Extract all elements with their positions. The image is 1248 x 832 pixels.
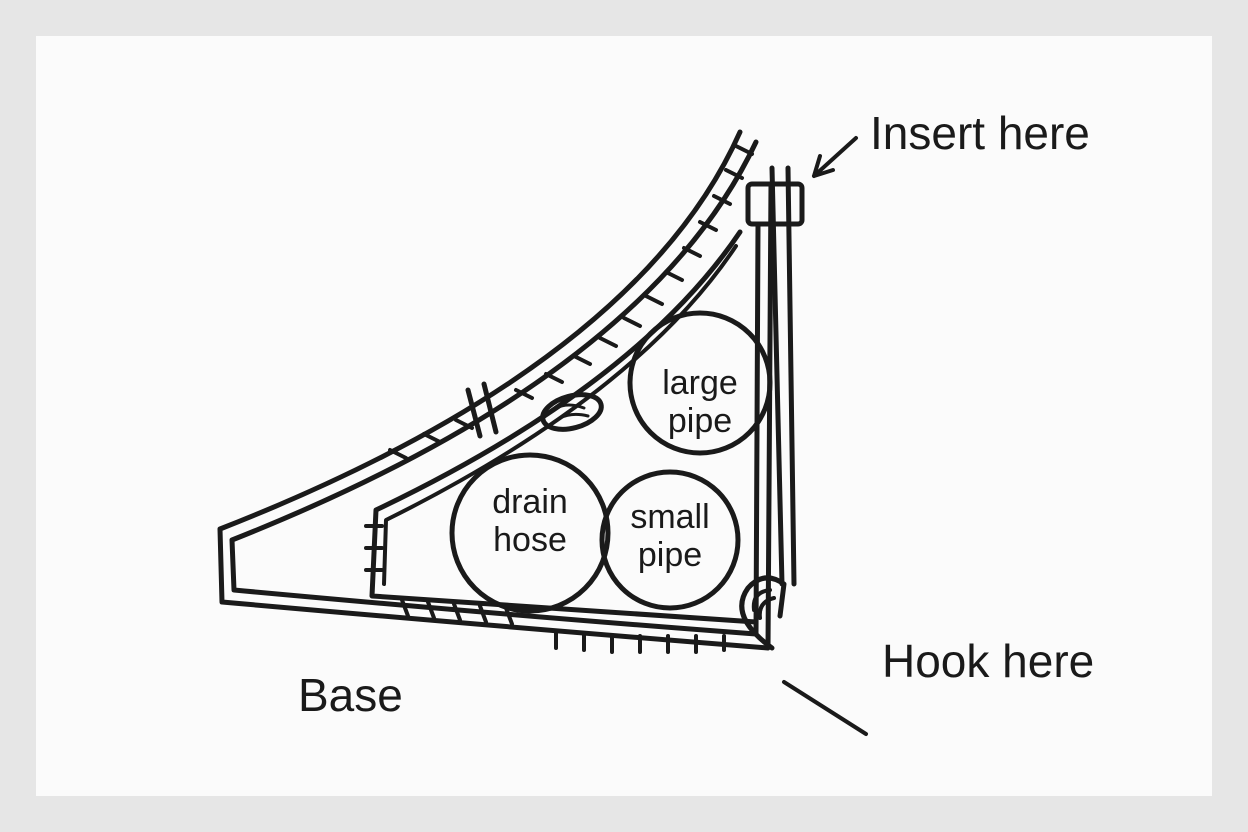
bracket-diagram (217, 129, 868, 736)
drain-hose-line2: hose (493, 521, 567, 560)
hook-curl (751, 588, 776, 620)
diagonal-hatching (388, 144, 754, 460)
bottom-hook (739, 575, 787, 651)
large-pipe-line1: large (662, 364, 738, 402)
base-label: Base (298, 669, 403, 721)
bracket-outer-edge (217, 129, 774, 651)
inner-compartment (369, 229, 759, 625)
back-rail (769, 165, 797, 587)
bracket-band-inner (229, 139, 761, 637)
small-pipe-line2: pipe (637, 536, 703, 575)
drain-hose-label: drain hose (460, 483, 600, 559)
hook-pointer-line (782, 680, 868, 736)
hook-here-label: Hook here (882, 635, 1095, 687)
band-divider (465, 381, 499, 439)
insert-arrow (812, 136, 858, 178)
large-pipe-circle (627, 310, 773, 456)
oval-accent-detail (554, 403, 590, 420)
small-pipe-label: small pipe (610, 498, 730, 574)
oval-accent (540, 392, 604, 432)
insert-tab (745, 181, 805, 227)
inner-hatching (364, 524, 726, 654)
diagram-frame: Insert here Hook here Base large pipe dr… (36, 36, 1212, 796)
drain-hose-circle (449, 452, 611, 614)
insert-here-label: Insert here (870, 107, 1090, 159)
drain-hose-line1: drain (492, 483, 568, 521)
large-pipe-label: large pipe (650, 364, 750, 440)
large-pipe-line2: pipe (667, 402, 733, 441)
small-pipe-line1: small (630, 498, 710, 536)
small-pipe-circle (599, 469, 741, 611)
